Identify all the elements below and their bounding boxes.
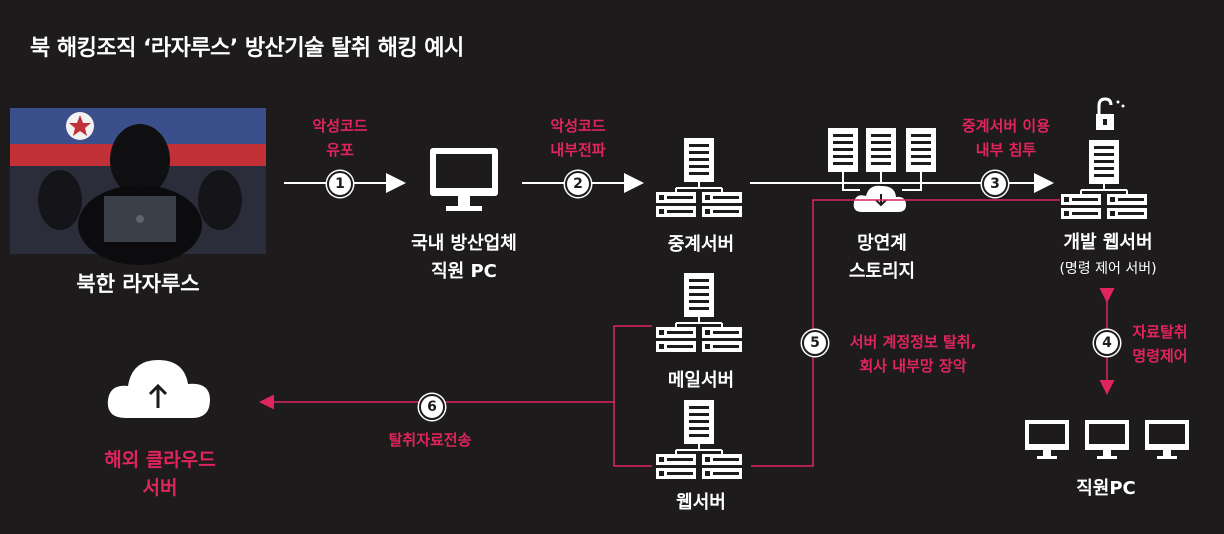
mail-server-label: 메일서버 [667, 370, 735, 391]
dev-server-icon [1061, 97, 1147, 219]
staff-pc-icons [1025, 420, 1189, 459]
cloud-icon [107, 360, 210, 418]
staff-pc-label: 직원PC [1076, 478, 1136, 499]
dev-server-label: 개발 웹서버 (명령 제어 서버) [1059, 232, 1157, 277]
step-badge-6: 6 [419, 394, 445, 420]
step-badge-3: 3 [982, 171, 1008, 197]
step-badge-5: 5 [802, 330, 828, 356]
storage-label: 망연계 스토리지 [848, 233, 916, 282]
cloud-label: 해외 클라우드 서버 [104, 449, 216, 499]
relay-server-label: 중계서버 [667, 234, 735, 255]
step-5-label: 서버 계정정보 탈취, 회사 내부망 장악 [849, 333, 977, 375]
step-badge-4: 4 [1094, 330, 1120, 356]
diagram-title: 북 해킹조직 ‘라자루스’ 방산기술 탈취 해킹 예시 [30, 36, 464, 61]
step-3-label: 중계서버 이용 내부 침투 [961, 117, 1051, 159]
web-server-icon [656, 400, 742, 479]
step-6-label: 탈취자료전송 [388, 431, 472, 449]
employee-pc-icon [430, 148, 498, 211]
step-badge-1: 1 [327, 171, 353, 197]
step-1-label: 악성코드 유포 [312, 117, 368, 159]
lazarus-image [10, 108, 266, 265]
step-2-label: 악성코드 내부전파 [550, 117, 606, 159]
employee-pc-label: 국내 방산업체 직원 PC [411, 233, 517, 282]
relay-server-icon [656, 138, 742, 217]
web-server-label: 웹서버 [676, 492, 726, 513]
lazarus-label: 북한 라자루스 [76, 272, 200, 296]
mail-server-icon [656, 273, 742, 352]
step-badge-2: 2 [565, 171, 591, 197]
step-4-label: 자료탈취 명령제어 [1132, 323, 1188, 365]
line-mail-web [613, 325, 652, 467]
